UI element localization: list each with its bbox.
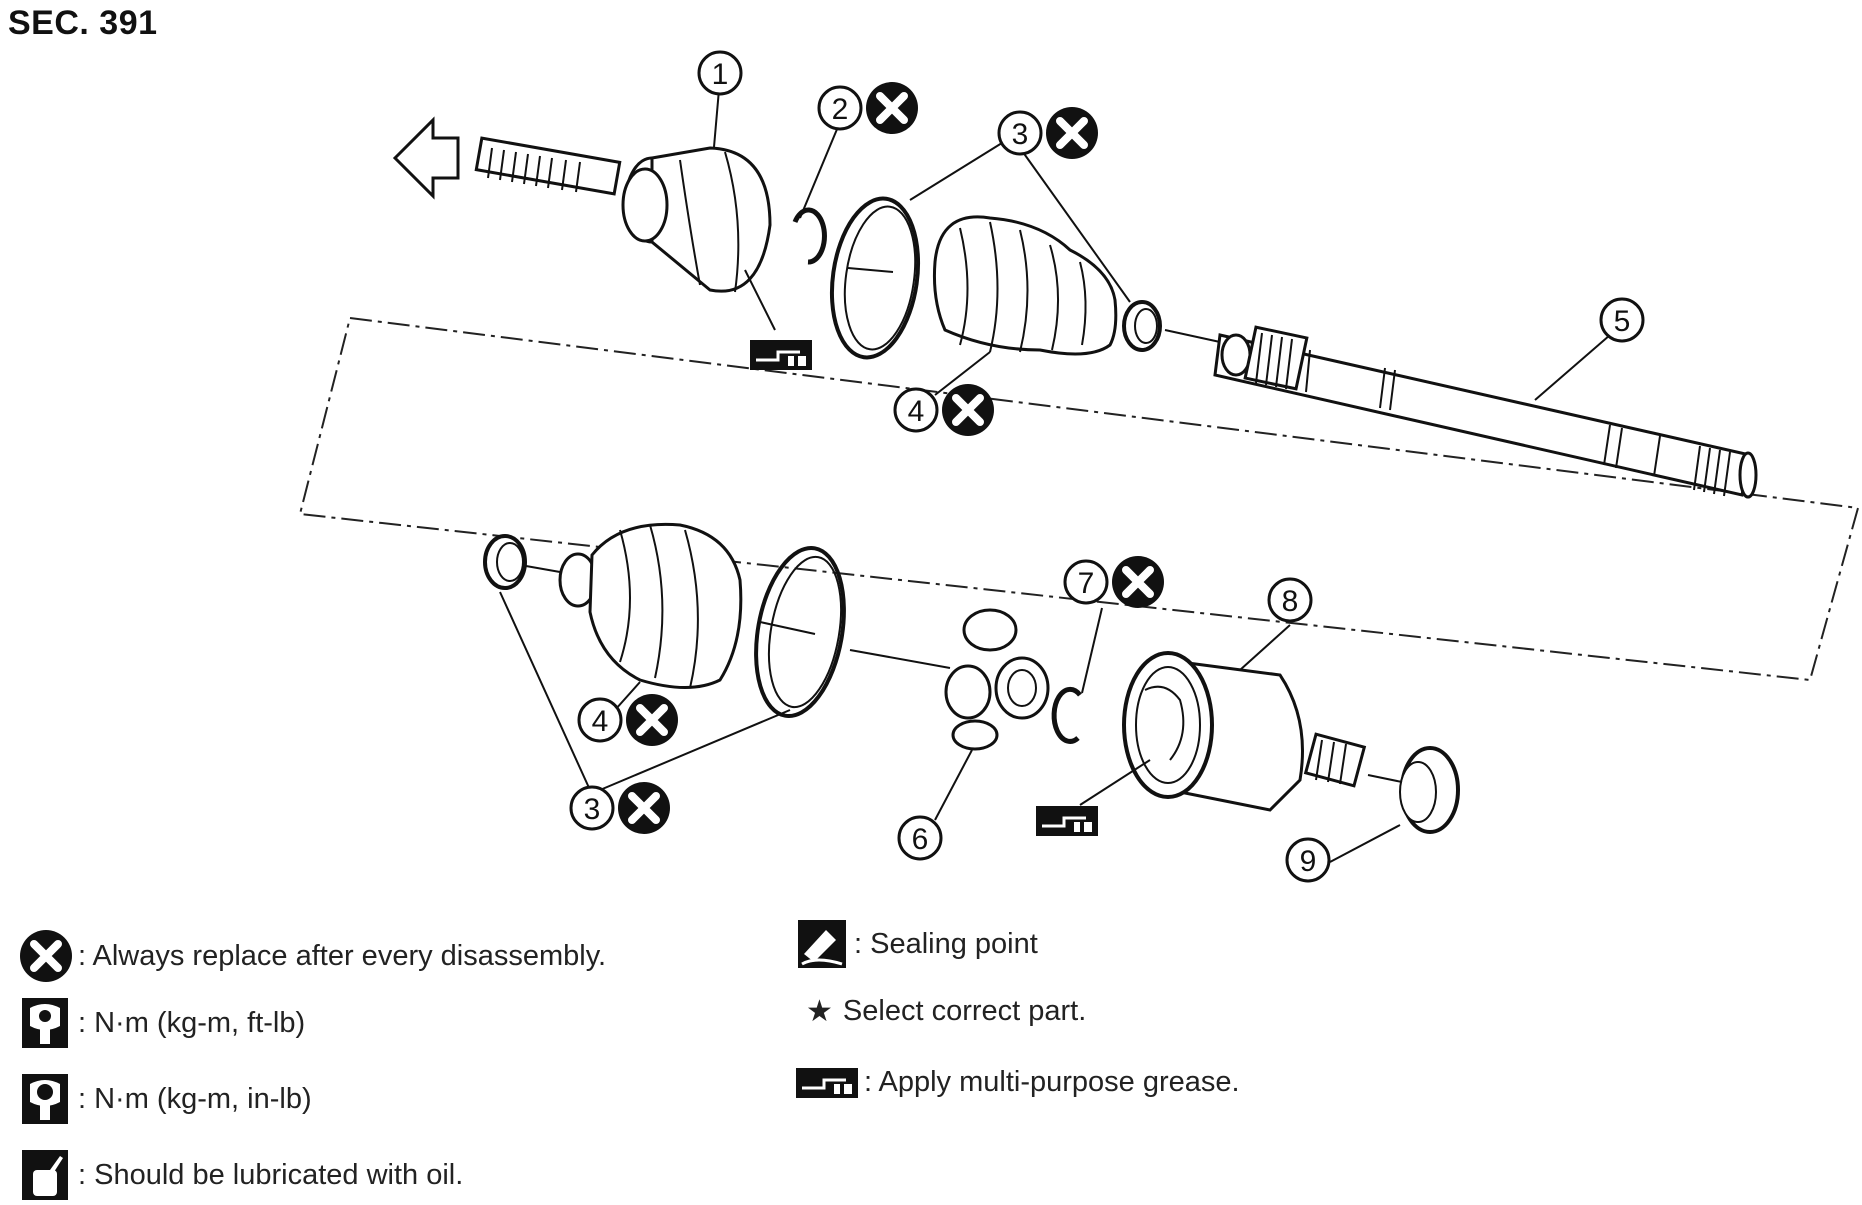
- callout-number: 7: [1078, 567, 1095, 600]
- callout-3: 3: [997, 107, 1098, 159]
- legend-torque-ft-text: : N·m (kg-m, ft-lb): [78, 1006, 306, 1039]
- circle-x-icon: [1112, 556, 1164, 608]
- part-6-spider: [934, 608, 1050, 821]
- legend-grease-text: : Apply multi-purpose grease.: [864, 1066, 1240, 1098]
- legend-replace-text: : Always replace after every disassembly…: [78, 939, 607, 972]
- legend-grease: : Apply multi-purpose grease.: [796, 1066, 1240, 1099]
- legend-torque-in-text: : N·m (kg-m, in-lb): [78, 1082, 312, 1115]
- callout-number: 8: [1282, 585, 1299, 618]
- callout-2: 2: [817, 82, 918, 134]
- legend-oil: : Should be lubricated with oil.: [20, 1148, 463, 1202]
- callout-number: 4: [592, 705, 609, 738]
- circle-x-icon: [942, 384, 994, 436]
- part-4-boot-lower: [558, 522, 743, 711]
- oil-can-icon: [20, 1148, 72, 1202]
- assembly-boundary: [298, 317, 1860, 682]
- part-7-snap-ring: [1051, 607, 1103, 744]
- callout-number: 3: [584, 793, 601, 826]
- legend-sealing: : Sealing point: [796, 918, 1038, 970]
- part-3-boot-band-upper: [829, 137, 1011, 360]
- legend-replace: : Always replace after every disassembly…: [20, 930, 606, 982]
- callout-7: 7: [1063, 556, 1164, 608]
- callout-layer: 1 2 3 4 5 4 3 6 7 8 9: [569, 50, 1645, 883]
- legend-oil-text: : Should be lubricated with oil.: [78, 1158, 464, 1191]
- callout-8: 8: [1267, 577, 1313, 623]
- callout-number: 3: [1012, 118, 1029, 151]
- callout-number: 5: [1614, 305, 1631, 338]
- legend-torque-ft: : N·m (kg-m, ft-lb): [20, 996, 305, 1050]
- callout-number: 2: [832, 93, 849, 126]
- callout-9: 9: [1285, 837, 1331, 883]
- circle-x-icon: [20, 930, 72, 982]
- section-title: SEC. 391: [8, 4, 158, 42]
- circle-x-icon: [866, 82, 918, 134]
- circle-x-icon: [1046, 107, 1098, 159]
- part-3-small-band-lower: [483, 534, 591, 791]
- part-8-inner-housing: [1034, 624, 1367, 838]
- wrench-torque-icon: [20, 996, 72, 1050]
- star-icon: ★: [806, 995, 833, 1028]
- sealant-tube-icon: [796, 918, 848, 970]
- part-3-boot-band-lower: [599, 545, 951, 791]
- legend-torque-in: : N·m (kg-m, in-lb): [20, 1072, 312, 1126]
- callout-number: 6: [912, 823, 929, 856]
- legend-select-text: Select correct part.: [842, 995, 1087, 1027]
- callout-number: 4: [908, 395, 925, 428]
- part-2-snap-ring: [792, 121, 841, 265]
- circle-x-icon: [618, 782, 670, 834]
- part-4-boot-upper: [932, 215, 1118, 396]
- part-1-outer-joint: [392, 77, 814, 372]
- grease-gun-icon: [796, 1066, 858, 1099]
- circle-x-icon: [626, 694, 678, 746]
- callout-5: 5: [1599, 297, 1645, 343]
- legend-sealing-text: : Sealing point: [854, 927, 1038, 960]
- wrench-torque-filled-icon: [20, 1072, 72, 1126]
- callout-1: 1: [697, 50, 743, 96]
- callout-number: 1: [712, 58, 729, 91]
- callout-6: 6: [897, 815, 943, 861]
- part-5-shaft: [1213, 325, 1758, 499]
- part-9-seal: [1329, 746, 1460, 863]
- callout-3: 3: [569, 782, 670, 834]
- callout-number: 9: [1300, 845, 1317, 878]
- callout-4: 4: [577, 694, 678, 746]
- callout-4: 4: [893, 384, 994, 436]
- part-3-small-band-upper: [1019, 147, 1221, 352]
- legend-select: ★ Select correct part.: [806, 994, 1086, 1029]
